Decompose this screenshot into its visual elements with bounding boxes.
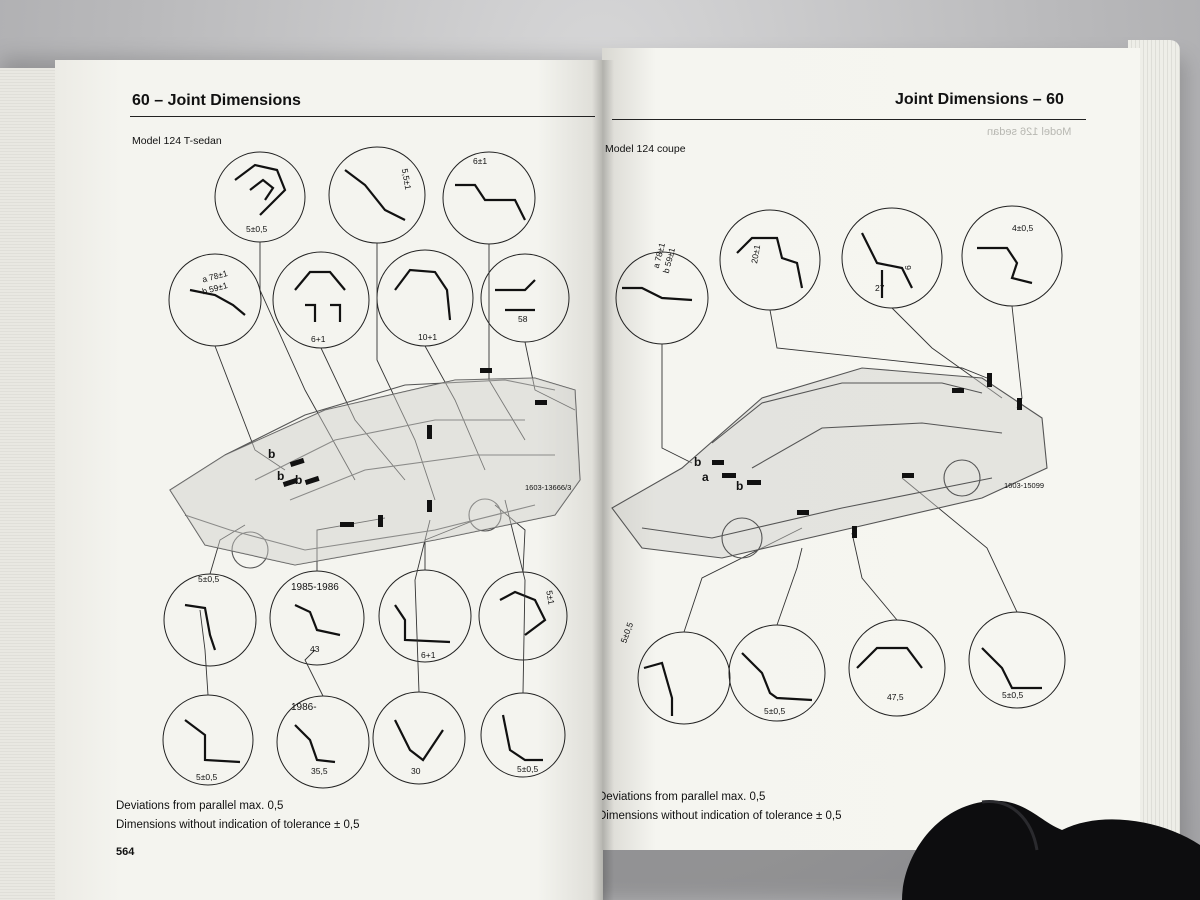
right-joint-diagram: b a b a 78±1 b 59±1 20±1 6 27 4±0,5 5±0,… bbox=[611, 205, 1066, 725]
dimension-label: 6+1 bbox=[311, 334, 326, 344]
left-model-label: Model 124 T-sedan bbox=[132, 135, 222, 147]
dimension-label: 5±0,5 bbox=[196, 772, 217, 782]
right-note-parallel: Deviations from parallel max. 0,5 bbox=[602, 791, 766, 803]
detail-circle bbox=[378, 569, 472, 663]
detail-circle bbox=[480, 253, 570, 343]
dimension-label: 5±0,5 bbox=[517, 764, 538, 774]
callout-label-b: b bbox=[268, 447, 275, 461]
dimension-label: 58 bbox=[518, 314, 528, 324]
detail-circle bbox=[478, 571, 568, 661]
dimension-label: 5,5±1 bbox=[400, 168, 414, 191]
callout-label-b: b bbox=[736, 479, 743, 493]
detail-circle bbox=[637, 631, 731, 725]
left-note-parallel: Deviations from parallel max. 0,5 bbox=[116, 800, 284, 812]
dimension-label: 35,5 bbox=[311, 766, 328, 776]
detail-circle bbox=[168, 253, 262, 347]
right-page-header: Joint Dimensions – 60 bbox=[895, 91, 1064, 108]
detail-circle bbox=[841, 207, 943, 309]
car-body-outline bbox=[611, 367, 1048, 559]
dimension-label: 5±0,5 bbox=[246, 224, 267, 234]
car-body-outline bbox=[169, 377, 581, 566]
figure-code: 1603-13666/3 bbox=[525, 483, 571, 492]
dimension-label: 5±1 bbox=[544, 590, 556, 606]
book-gutter-shadow bbox=[592, 60, 614, 900]
right-page: Model 126 sedan Joint Dimensions – 60 Mo… bbox=[602, 48, 1140, 850]
detail-circle bbox=[442, 151, 536, 245]
left-header-rule bbox=[130, 116, 595, 117]
dimension-label: 47,5 bbox=[887, 692, 904, 702]
dimension-label: 20±1 bbox=[749, 244, 762, 265]
dimension-label: 10+1 bbox=[418, 332, 437, 342]
dimension-label: 6 bbox=[903, 265, 913, 270]
left-joint-diagram: b b b 5±0,5 5,5±1 6±1 a 78±1 b 59±1 6+1 … bbox=[162, 146, 581, 789]
dimension-label: 4±0,5 bbox=[1012, 223, 1033, 233]
dimension-label: 5±0,5 bbox=[198, 574, 219, 584]
left-note-tolerance: Dimensions without indication of toleran… bbox=[116, 819, 360, 831]
dimension-label: 1985-1986 bbox=[291, 582, 339, 593]
dimension-label: 30 bbox=[411, 766, 421, 776]
dimension-label: 6+1 bbox=[421, 650, 436, 660]
detail-circle bbox=[163, 573, 257, 667]
right-header-rule bbox=[612, 119, 1086, 120]
left-page-header: 60 – Joint Dimensions bbox=[132, 92, 301, 109]
figure-code: 1603-15099 bbox=[1004, 481, 1044, 490]
dimension-label: 5±0,5 bbox=[764, 706, 785, 716]
dimension-label: 1986- bbox=[291, 702, 317, 713]
dimension-label: 43 bbox=[310, 644, 320, 654]
dark-cloth-object bbox=[902, 800, 1200, 900]
right-note-tolerance: Dimensions without indication of toleran… bbox=[602, 810, 842, 822]
detail-circle bbox=[328, 146, 426, 244]
callout-label-a: a bbox=[702, 470, 709, 484]
dimension-label: 27 bbox=[875, 283, 885, 293]
right-model-label: Model 124 coupe bbox=[605, 143, 686, 155]
dimension-label: 6±1 bbox=[473, 156, 487, 166]
dimension-label: 5±0,5 bbox=[618, 621, 635, 645]
left-page: 60 – Joint Dimensions Model 124 T-sedan bbox=[55, 60, 603, 900]
detail-circle bbox=[719, 209, 821, 311]
left-page-number: 564 bbox=[116, 846, 135, 858]
dimension-label: 5±0,5 bbox=[1002, 690, 1023, 700]
callout-label-b: b bbox=[694, 455, 701, 469]
callout-label-b: b bbox=[295, 473, 302, 487]
callout-label-b: b bbox=[277, 469, 284, 483]
